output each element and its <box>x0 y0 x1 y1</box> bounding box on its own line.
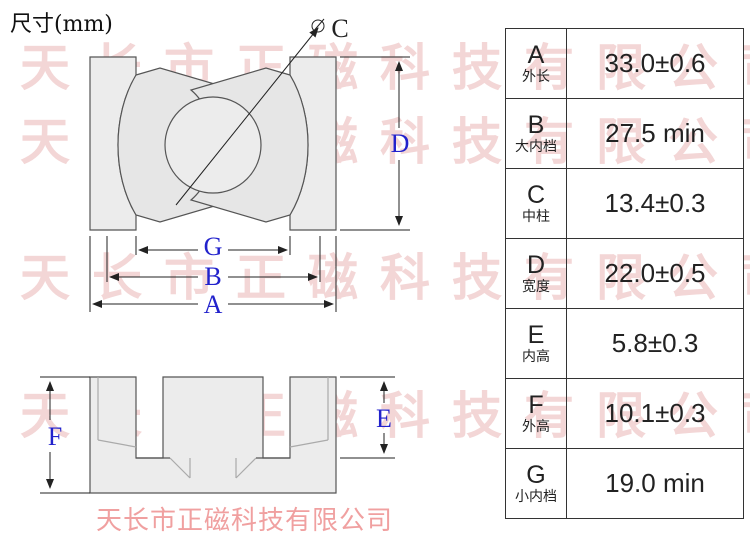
spec-letter: A <box>527 40 545 69</box>
spec-value: 5.8±0.3 <box>566 308 744 379</box>
spec-name: 大内档 <box>515 138 557 155</box>
dim-f <box>40 376 90 494</box>
label-d: D <box>391 129 410 158</box>
spec-name: 外高 <box>522 418 550 435</box>
label-g: G <box>204 232 223 261</box>
company-footer: 天长市正磁科技有限公司 <box>96 506 394 536</box>
dim-c <box>175 18 325 206</box>
spec-value: 27.5 min <box>566 98 744 169</box>
spec-name: 宽度 <box>522 278 550 295</box>
label-c: C <box>331 14 348 43</box>
label-e: E <box>376 404 392 433</box>
spec-name: 中柱 <box>522 208 550 225</box>
spec-letter: F <box>528 390 544 419</box>
dim-e <box>340 376 395 459</box>
spec-letter: B <box>527 110 545 139</box>
spec-value: 19.0 min <box>566 448 744 519</box>
dim-horizontal <box>89 236 337 312</box>
spec-name: 内高 <box>522 348 550 365</box>
spec-letter: E <box>527 320 545 349</box>
spec-value: 22.0±0.5 <box>566 238 744 309</box>
label-f: F <box>48 422 62 451</box>
spec-name: 外长 <box>522 68 550 85</box>
label-a: A <box>204 290 223 319</box>
spec-value: 10.1±0.3 <box>566 378 744 449</box>
spec-letter: G <box>526 460 546 489</box>
page-title: 尺寸(mm) <box>10 12 113 37</box>
top-view <box>89 56 337 231</box>
side-view <box>89 376 337 494</box>
dim-d <box>340 56 410 231</box>
label-b: B <box>204 262 221 291</box>
spec-letter: D <box>526 250 546 279</box>
side-profile <box>89 376 337 494</box>
spec-value: 33.0±0.6 <box>566 28 744 99</box>
center-post <box>164 96 262 194</box>
spec-name: 小内档 <box>515 488 557 505</box>
spec-value: 13.4±0.3 <box>566 168 744 239</box>
spec-letter: C <box>526 180 546 209</box>
